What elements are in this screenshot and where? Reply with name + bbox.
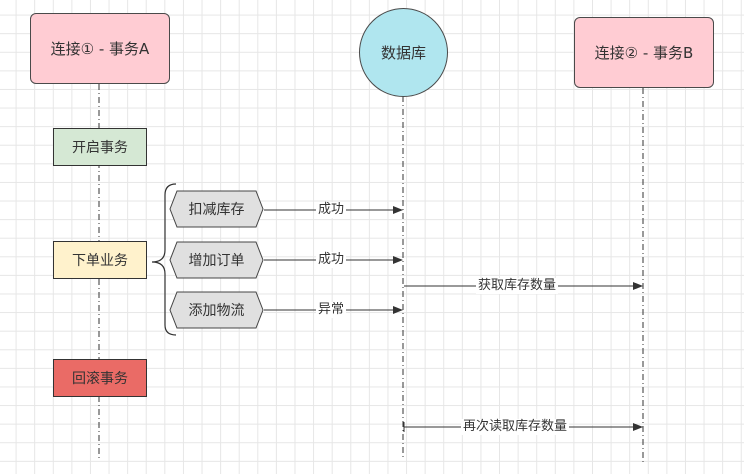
operation-label: 增加订单: [188, 253, 245, 269]
step-begin-label: 开启事务: [72, 140, 128, 156]
participant-tx-a[interactable]: 连接① - 事务A: [30, 13, 170, 84]
step-rollback[interactable]: 回滚事务: [53, 359, 147, 397]
participant-database-label: 数据库: [380, 44, 426, 62]
result-label-3: 异常: [316, 302, 347, 318]
step-begin-transaction[interactable]: 开启事务: [53, 128, 147, 166]
operation-add-order[interactable]: 增加订单: [169, 241, 264, 279]
step-rollback-label: 回滚事务: [72, 371, 128, 387]
message-reread-stock: 再次读取库存数量: [461, 419, 570, 435]
participant-database[interactable]: 数据库: [359, 8, 448, 97]
operation-deduct-stock[interactable]: 扣减库存: [169, 190, 264, 228]
step-order-business[interactable]: 下单业务: [53, 241, 147, 279]
operation-label: 添加物流: [188, 303, 245, 319]
operation-add-logistics[interactable]: 添加物流: [169, 291, 264, 329]
participant-tx-b-label: 连接② - 事务B: [594, 44, 694, 62]
participant-tx-a-label: 连接① - 事务A: [50, 40, 150, 58]
participant-tx-b[interactable]: 连接② - 事务B: [574, 17, 714, 88]
operation-label: 扣减库存: [188, 202, 245, 218]
curly-brace: [151, 183, 177, 336]
result-label-2: 成功: [316, 252, 347, 268]
message-get-stock: 获取库存数量: [476, 278, 559, 294]
step-order-label: 下单业务: [72, 253, 128, 269]
result-label-1: 成功: [316, 202, 347, 218]
